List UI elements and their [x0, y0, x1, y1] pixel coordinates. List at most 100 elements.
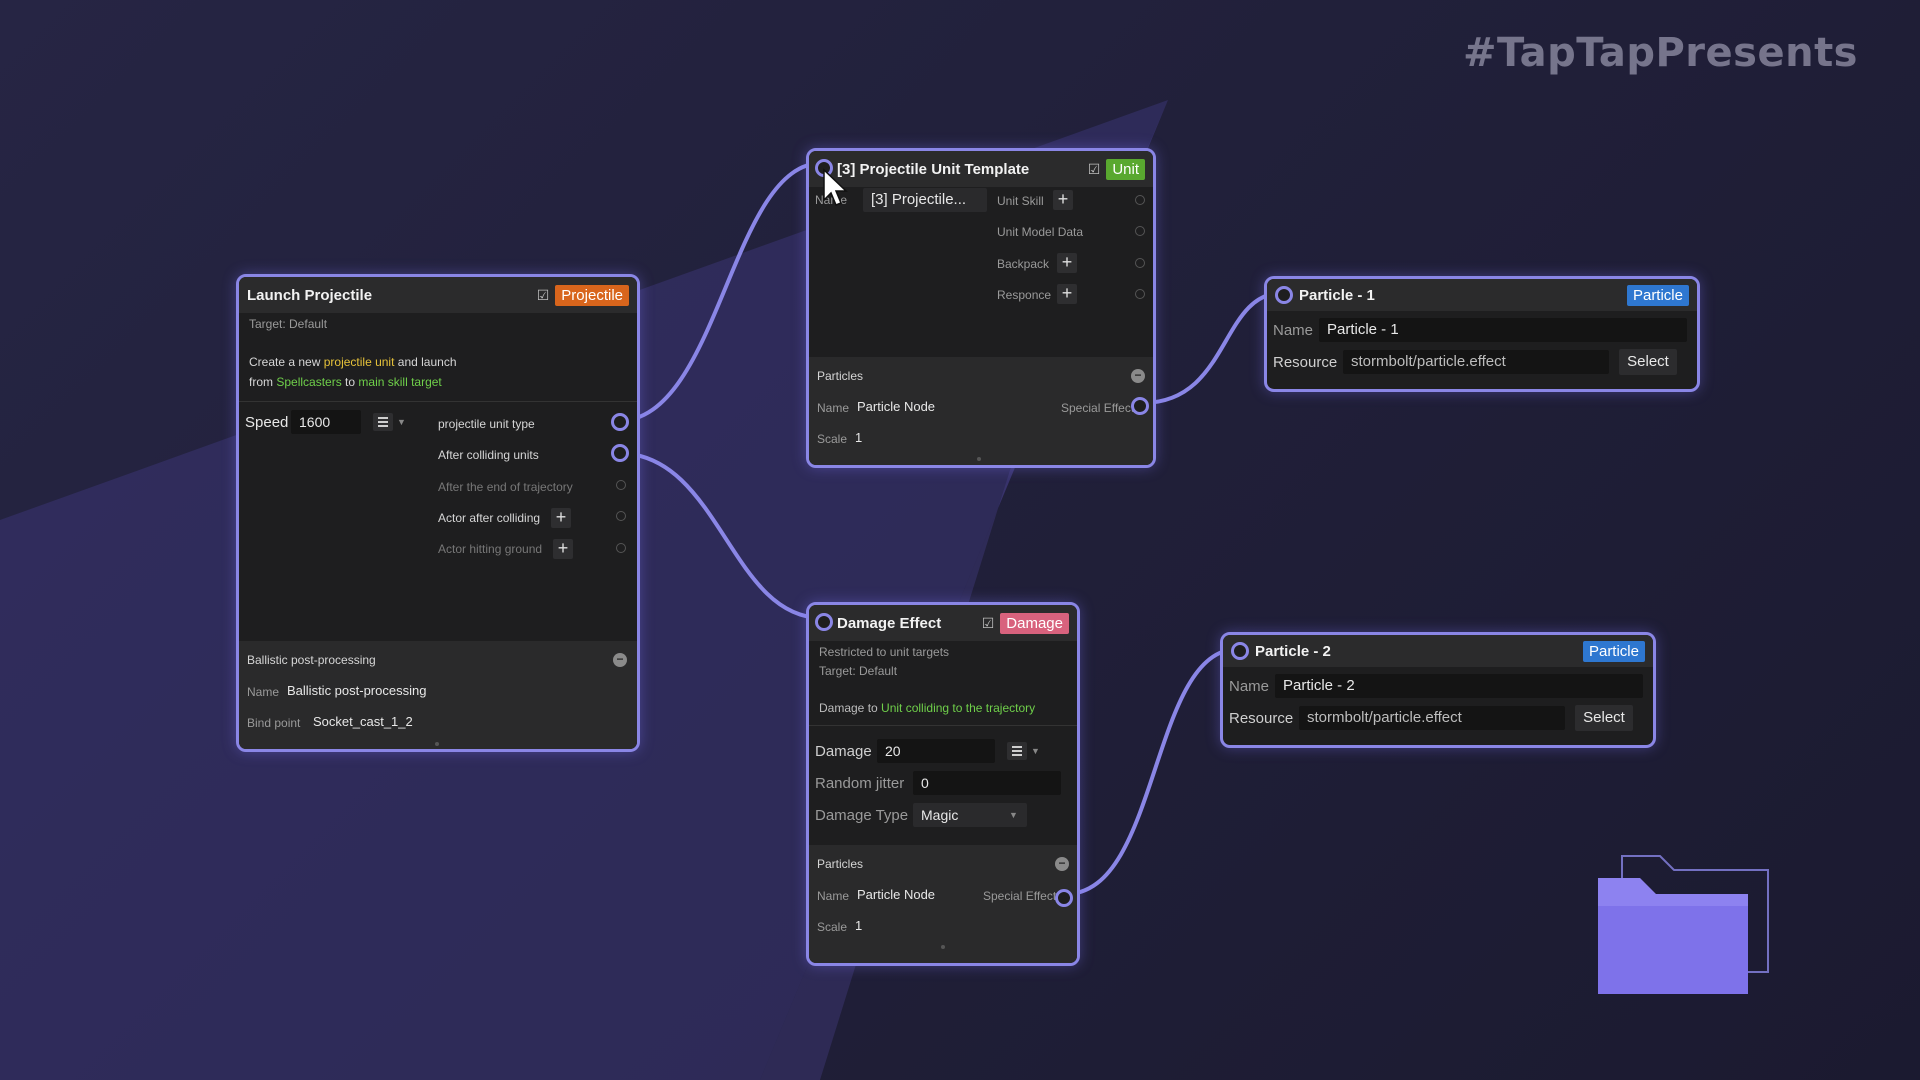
resize-handle[interactable] — [941, 945, 945, 949]
desc-text: and launch — [394, 355, 457, 369]
random-jitter-label: Random jitter — [815, 775, 905, 792]
output-port-after-colliding[interactable] — [611, 444, 629, 462]
category-badge: Particle — [1626, 284, 1689, 306]
particle-1-node[interactable]: Particle - 1 Particle Name Particle - 1 … — [1264, 276, 1700, 392]
damage-effect-node[interactable]: Damage Effect ☑ Damage Restricted to uni… — [806, 602, 1080, 966]
chevron-down-icon: ▼ — [397, 417, 406, 427]
particle-name-value[interactable]: Particle Node — [857, 399, 936, 414]
output-port-special-effect[interactable] — [1055, 889, 1073, 907]
folder-icon[interactable] — [1590, 852, 1780, 1002]
random-jitter-input[interactable]: 0 — [913, 771, 1061, 795]
enabled-checkbox[interactable]: ☑ — [536, 286, 550, 303]
add-actor-after-colliding-button[interactable]: + — [551, 508, 571, 528]
node-header[interactable]: [3] Projectile Unit Template ☑ Unit — [809, 151, 1153, 187]
output-port-special-effect[interactable] — [1131, 397, 1149, 415]
desc-highlight: Spellcasters — [276, 375, 342, 389]
node-header[interactable]: Particle - 2 Particle — [1223, 635, 1653, 667]
restricted-text: Restricted to unit targets — [819, 645, 950, 659]
output-port-unit-skill[interactable] — [1135, 195, 1145, 205]
scale-value[interactable]: 1 — [855, 430, 863, 445]
wire-damage-effect-to-particle2 — [1065, 647, 1239, 896]
output-after-colliding-units: After colliding units — [438, 448, 539, 462]
watermark: #TapTapPresents — [1462, 30, 1858, 76]
output-port-unit-model[interactable] — [1135, 226, 1145, 236]
node-header[interactable]: Particle - 1 Particle — [1267, 279, 1697, 311]
particle-name-input[interactable]: Particle - 2 — [1275, 674, 1643, 698]
resource-path-input[interactable]: stormbolt/particle.effect — [1343, 350, 1609, 374]
output-after-end-trajectory: After the end of trajectory — [438, 480, 573, 494]
enabled-checkbox[interactable]: ☑ — [981, 614, 995, 631]
launch-projectile-node[interactable]: Launch Projectile ☑ Projectile Target: D… — [236, 274, 640, 752]
name-label: Name — [1273, 322, 1314, 339]
unit-name-input[interactable]: [3] Projectile... — [863, 188, 987, 212]
output-port-responce[interactable] — [1135, 289, 1145, 299]
unit-skill-label: Unit Skill — [997, 194, 1044, 208]
particles-section: Particles − Name Particle Node Special E… — [809, 845, 1077, 963]
damage-mode-dropdown[interactable] — [1007, 742, 1027, 760]
category-badge: Projectile — [555, 284, 629, 306]
resize-handle[interactable] — [977, 457, 981, 461]
output-port-end-trajectory[interactable] — [616, 480, 626, 490]
output-port-backpack[interactable] — [1135, 258, 1145, 268]
output-port-actor-hitting-ground[interactable] — [616, 543, 626, 553]
particle-2-node[interactable]: Particle - 2 Particle Name Particle - 2 … — [1220, 632, 1656, 748]
resize-handle[interactable] — [435, 742, 439, 746]
add-actor-hitting-ground-button[interactable]: + — [553, 539, 573, 559]
particle-name-input[interactable]: Particle - 1 — [1319, 318, 1687, 342]
collapse-section-icon[interactable]: − — [613, 653, 627, 667]
target-text: Target: Default — [249, 317, 328, 331]
name-value[interactable]: Ballistic post-processing — [287, 683, 427, 698]
target-text: Target: Default — [819, 664, 898, 678]
input-port[interactable] — [1231, 642, 1249, 660]
collapse-section-icon[interactable]: − — [1131, 369, 1145, 383]
node-title: Launch Projectile — [247, 286, 373, 304]
category-badge: Unit — [1106, 158, 1145, 180]
speed-label: Speed — [245, 414, 289, 431]
backpack-label: Backpack — [997, 257, 1050, 271]
node-header[interactable]: Damage Effect ☑ Damage — [809, 605, 1077, 641]
speed-input[interactable]: 1600 — [291, 410, 361, 434]
select-resource-button[interactable]: Select — [1575, 705, 1633, 731]
mouse-cursor-icon — [823, 168, 848, 206]
divider — [809, 725, 1077, 726]
divider — [239, 401, 637, 402]
damage-type-label: Damage Type — [815, 807, 909, 824]
projectile-unit-template-node[interactable]: [3] Projectile Unit Template ☑ Unit Name… — [806, 148, 1156, 468]
special-effect-label: Special Effect — [1061, 401, 1135, 415]
scale-value[interactable]: 1 — [855, 918, 863, 933]
damage-input[interactable]: 20 — [877, 739, 995, 763]
output-port-projectile-unit-type[interactable] — [611, 413, 629, 431]
chevron-down-icon: ▼ — [1009, 810, 1018, 820]
description-line-2: from Spellcasters to main skill target — [249, 375, 442, 389]
node-title: Particle - 2 — [1255, 642, 1331, 660]
resource-label: Resource — [1229, 710, 1294, 727]
resource-label: Resource — [1273, 354, 1338, 371]
name-label: Name — [817, 889, 850, 903]
node-title: Particle - 1 — [1299, 286, 1375, 304]
bind-point-label: Bind point — [247, 716, 301, 730]
output-port-actor-after-colliding[interactable] — [616, 511, 626, 521]
damage-description: Damage to Unit colliding to the trajecto… — [819, 701, 1035, 715]
add-unit-skill-button[interactable]: + — [1053, 190, 1073, 210]
particles-section: Particles − Name Particle Node Special E… — [809, 357, 1153, 465]
resource-path-input[interactable]: stormbolt/particle.effect — [1299, 706, 1565, 730]
scale-label: Scale — [817, 920, 848, 934]
input-port[interactable] — [815, 613, 833, 631]
collapse-section-icon[interactable]: − — [1055, 857, 1069, 871]
scale-label: Scale — [817, 432, 848, 446]
enabled-checkbox[interactable]: ☑ — [1087, 160, 1101, 177]
special-effect-label: Special Effect — [983, 889, 1057, 903]
bind-point-value[interactable]: Socket_cast_1_2 — [313, 714, 413, 729]
add-responce-button[interactable]: + — [1057, 284, 1077, 304]
input-port[interactable] — [1275, 286, 1293, 304]
add-backpack-button[interactable]: + — [1057, 253, 1077, 273]
unit-model-data-label: Unit Model Data — [997, 225, 1084, 239]
section-title: Particles — [817, 857, 864, 871]
desc-highlight: projectile unit — [323, 355, 395, 369]
speed-mode-dropdown[interactable] — [373, 413, 393, 431]
output-actor-after-colliding: Actor after colliding — [438, 511, 541, 525]
node-header[interactable]: Launch Projectile ☑ Projectile — [239, 277, 637, 313]
damage-type-select[interactable]: Magic — [913, 803, 1027, 827]
select-resource-button[interactable]: Select — [1619, 349, 1677, 375]
particle-name-value[interactable]: Particle Node — [857, 887, 936, 902]
